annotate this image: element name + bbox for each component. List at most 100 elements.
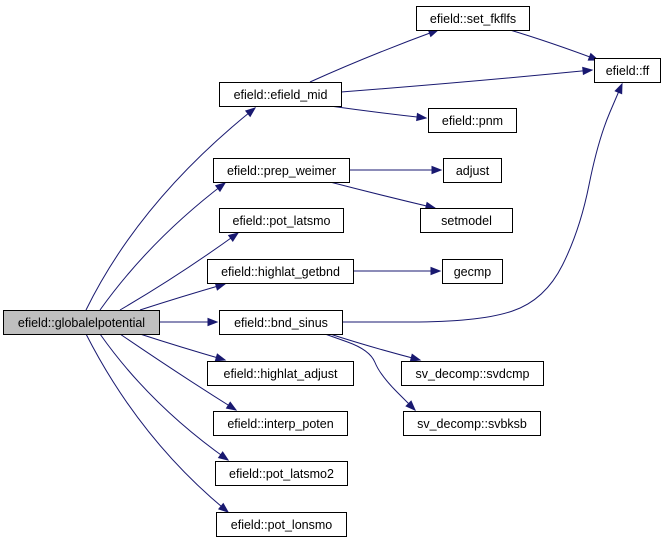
edge-line bbox=[329, 181, 436, 209]
node-pot-latsmo2[interactable]: efield::pot_latsmo2 bbox=[215, 461, 348, 486]
node-label: efield::interp_poten bbox=[227, 417, 333, 431]
edge-globalelpotential-to-prep_weimer bbox=[99, 182, 227, 311]
edge-line bbox=[119, 232, 239, 311]
node-box bbox=[207, 259, 354, 284]
edge-efield_mid-to-pnm bbox=[329, 105, 428, 122]
node-label: gecmp bbox=[454, 265, 492, 279]
node-box bbox=[213, 411, 348, 436]
node-box bbox=[420, 208, 513, 233]
edge-line bbox=[99, 333, 229, 461]
node-box bbox=[428, 108, 517, 133]
node-label: sv_decomp::svbksb bbox=[417, 417, 527, 431]
arrowhead-icon bbox=[217, 451, 230, 461]
edge-line bbox=[85, 107, 256, 311]
node-set-fkflfs[interactable]: efield::set_fkflfs bbox=[416, 6, 530, 31]
arrowhead-icon bbox=[214, 353, 227, 362]
arrowhead-icon bbox=[431, 165, 443, 175]
arrowhead-icon bbox=[214, 182, 227, 193]
node-box bbox=[401, 361, 544, 386]
node-svdcmp[interactable]: sv_decomp::svdcmp bbox=[401, 361, 544, 386]
node-label: efield::efield_mid bbox=[234, 88, 328, 102]
node-label: efield::pot_latsmo bbox=[233, 214, 331, 228]
node-svbksb[interactable]: sv_decomp::svbksb bbox=[403, 411, 541, 436]
node-prep-weimer[interactable]: efield::prep_weimer bbox=[213, 158, 350, 183]
node-box bbox=[219, 310, 343, 335]
node-box bbox=[594, 58, 661, 83]
edge-line bbox=[99, 182, 226, 311]
edge-set_fkflfs-to-ff bbox=[509, 29, 600, 61]
node-box bbox=[207, 361, 354, 386]
arrowhead-icon bbox=[214, 282, 227, 291]
edge-globalelpotential-to-pot_lonsmo bbox=[85, 333, 230, 513]
node-label: sv_decomp::svdcmp bbox=[416, 367, 530, 381]
node-box bbox=[216, 512, 347, 537]
arrowhead-icon bbox=[582, 66, 594, 76]
nodes-layer: efield::globalelpotential efield::efield_… bbox=[3, 6, 661, 537]
edges-layer bbox=[85, 29, 623, 513]
edge-globalelpotential-to-efield_mid bbox=[85, 107, 257, 311]
node-label: efield::bnd_sinus bbox=[234, 316, 328, 330]
node-pot-lonsmo[interactable]: efield::pot_lonsmo bbox=[216, 512, 347, 537]
node-label: efield::pot_lonsmo bbox=[231, 518, 333, 532]
node-highlat-getbnd[interactable]: efield::highlat_getbnd bbox=[207, 259, 354, 284]
edge-line bbox=[309, 29, 439, 83]
node-box bbox=[403, 411, 541, 436]
node-adjust[interactable]: adjust bbox=[443, 158, 502, 183]
edge-globalelpotential-to-highlat_adjust bbox=[139, 333, 227, 362]
edge-line bbox=[85, 333, 229, 513]
node-pnm[interactable]: efield::pnm bbox=[428, 108, 517, 133]
node-box bbox=[442, 259, 503, 284]
node-box bbox=[3, 310, 160, 335]
arrowhead-icon bbox=[614, 82, 623, 95]
node-gecmp[interactable]: gecmp bbox=[442, 259, 503, 284]
node-box bbox=[443, 158, 502, 183]
edge-bnd_sinus-to-svbksb bbox=[324, 333, 416, 411]
edge-efield_mid-to-set_fkflfs bbox=[309, 29, 440, 83]
edge-globalelpotential-to-highlat_getbnd bbox=[139, 282, 227, 311]
node-label: adjust bbox=[456, 164, 490, 178]
edge-prep_weimer-to-adjust bbox=[349, 165, 443, 175]
node-box bbox=[213, 158, 350, 183]
edge-line bbox=[139, 283, 226, 311]
edge-line bbox=[324, 333, 416, 411]
arrowhead-icon bbox=[430, 266, 442, 276]
edge-globalelpotential-to-interp_poten bbox=[119, 333, 238, 411]
edge-globalelpotential-to-pot_latsmo bbox=[119, 232, 240, 311]
arrowhead-icon bbox=[405, 400, 416, 411]
arrowhead-icon bbox=[217, 502, 230, 513]
node-globalelpotential[interactable]: efield::globalelpotential bbox=[3, 310, 160, 335]
edge-line bbox=[342, 83, 623, 323]
edge-globalelpotential-to-bnd_sinus bbox=[159, 317, 219, 327]
node-label: efield::prep_weimer bbox=[227, 164, 336, 178]
edge-line bbox=[329, 105, 427, 119]
edge-line bbox=[340, 69, 593, 93]
node-label: efield::highlat_getbnd bbox=[221, 265, 340, 279]
node-box bbox=[215, 461, 348, 486]
edge-bnd_sinus-to-svdcmp bbox=[329, 333, 422, 362]
node-efield-mid[interactable]: efield::efield_mid bbox=[219, 82, 342, 107]
node-label: efield::ff bbox=[606, 64, 650, 78]
node-highlat-adjust[interactable]: efield::highlat_adjust bbox=[207, 361, 354, 386]
edge-efield_mid-to-ff bbox=[340, 66, 594, 93]
node-interp-poten[interactable]: efield::interp_poten bbox=[213, 411, 348, 436]
edge-line bbox=[509, 29, 599, 61]
arrowhead-icon bbox=[416, 112, 428, 122]
arrowhead-icon bbox=[244, 107, 257, 118]
node-bnd-sinus[interactable]: efield::bnd_sinus bbox=[219, 310, 343, 335]
node-ff[interactable]: efield::ff bbox=[594, 58, 661, 83]
edge-prep_weimer-to-setmodel bbox=[329, 181, 437, 210]
node-label: efield::pot_latsmo2 bbox=[229, 467, 334, 481]
node-setmodel[interactable]: setmodel bbox=[420, 208, 513, 233]
arrowhead-icon bbox=[227, 232, 240, 242]
edge-bnd_sinus-to-ff bbox=[342, 82, 623, 323]
node-label: efield::pnm bbox=[442, 114, 503, 128]
node-box bbox=[416, 6, 530, 31]
node-pot-latsmo[interactable]: efield::pot_latsmo bbox=[219, 208, 344, 233]
node-label: efield::highlat_adjust bbox=[224, 367, 338, 381]
arrowhead-icon bbox=[409, 353, 422, 362]
node-label: efield::globalelpotential bbox=[18, 316, 145, 330]
edge-line bbox=[329, 333, 421, 361]
node-label: efield::set_fkflfs bbox=[430, 12, 516, 26]
edge-highlat_getbnd-to-gecmp bbox=[352, 266, 442, 276]
